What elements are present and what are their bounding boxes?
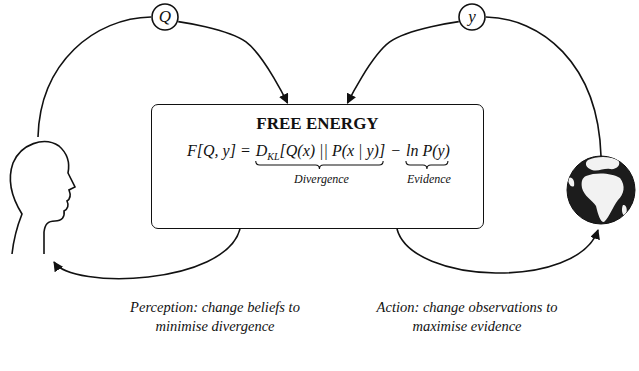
perception-caption: Perception: change beliefs to minimise d… [123, 298, 308, 336]
observation-circle: y [458, 3, 486, 31]
action-caption: Action: change observations to maximise … [360, 298, 575, 336]
formula-subscript: KL [267, 151, 279, 162]
brace-label: Divergence [294, 172, 349, 187]
variable-symbol: Q [151, 3, 179, 31]
perception-loop-top [38, 17, 151, 137]
formula-term: F[Q, y] = [187, 142, 251, 160]
action-loop-top [486, 17, 601, 156]
flow-arrow [178, 22, 287, 103]
variable-symbol: y [458, 3, 486, 31]
flow-arrow [347, 22, 458, 103]
earth-globe [567, 156, 635, 224]
formula-term: [Q(x) || P(x | y)] [280, 142, 386, 160]
head-silhouette [10, 142, 75, 254]
free-energy-box: FREE ENERGY F[Q, y] = DKL[Q(x) || P(x | y)… [151, 104, 484, 229]
divergence-term: DKL[Q(x) || P(x | y)] [256, 142, 385, 160]
formula-operator: − [390, 142, 401, 160]
underbrace [256, 161, 383, 169]
formula-term: D [256, 142, 268, 160]
formula-term: ln P(y) [406, 142, 450, 160]
formula: F[Q, y] = DKL[Q(x) || P(x | y)]−ln P(y) [187, 142, 450, 160]
underbrace [406, 161, 448, 169]
belief-circle: Q [151, 3, 179, 31]
brace-label: Evidence [407, 172, 451, 187]
action-loop-bottom [397, 229, 598, 273]
box-heading: FREE ENERGY [152, 114, 483, 134]
evidence-term: ln P(y) [406, 142, 450, 160]
perception-loop-bottom [54, 229, 240, 279]
